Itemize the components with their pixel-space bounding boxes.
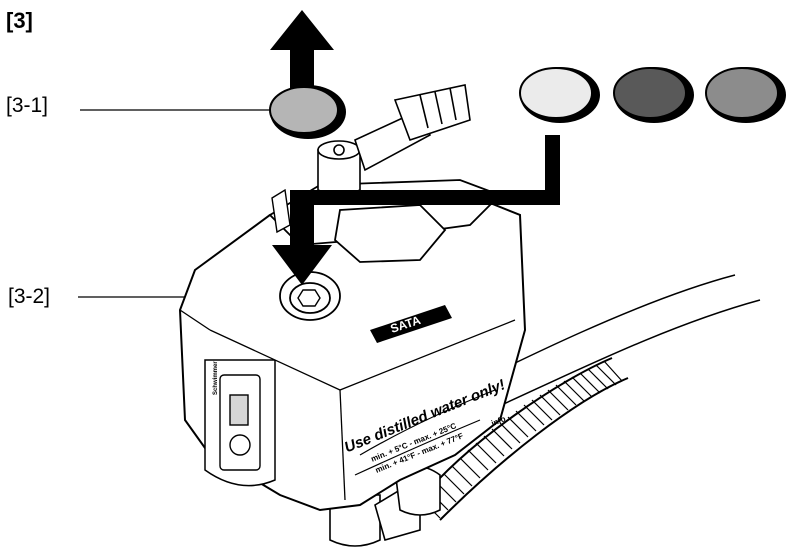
filter-disc-gray [269,86,339,134]
insert-arrow-icon [272,135,560,285]
side-label: Schwimmer [213,361,219,395]
remove-arrow-icon [270,10,334,95]
filter-disc-medium [705,67,779,119]
sight-window: Schwimmer [213,361,261,471]
bottom-outlet [329,465,441,547]
filter-disc-dark [613,67,687,119]
callout-3-2: [3-2] [8,285,51,308]
figure-number: [3] [6,8,33,33]
replacement-filters [519,67,786,123]
filter-disc-white [519,67,593,119]
filter-disc-removed [269,85,346,139]
pipe-fitting [317,84,471,196]
screw-plug [279,271,341,321]
callout-3-1: [3-1] [6,94,49,117]
